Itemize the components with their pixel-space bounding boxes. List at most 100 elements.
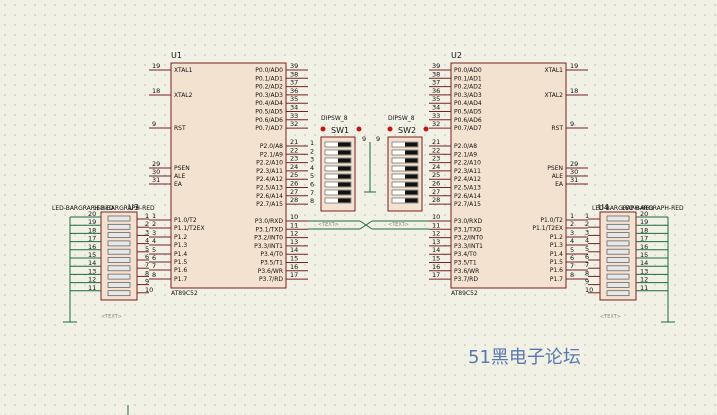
- dip-toggle: [338, 158, 351, 163]
- bargraph-pin-num: 9: [585, 278, 589, 286]
- dip-toggle: [405, 198, 418, 203]
- dip-pin-num: 3: [310, 156, 314, 164]
- dip-toggle: [405, 142, 418, 147]
- mcu-pin-num: 1: [152, 212, 156, 220]
- mcu-pin-num: 21: [432, 138, 440, 146]
- dip-switch-part: DIPSW_8: [321, 115, 348, 122]
- mcu-pin-num: 15: [432, 255, 440, 263]
- mcu-pin-name: P2.4/A12: [256, 176, 283, 183]
- mcu-pin-num: 6: [570, 254, 574, 262]
- dip-toggle: [338, 198, 351, 203]
- serial-wire: [359, 220, 373, 230]
- mcu-pin-num: 14: [432, 246, 440, 254]
- mcu-pin-name: P2.5/A13: [256, 185, 283, 192]
- mcu-pin-num: 16: [290, 263, 298, 271]
- dip-pin-num: 4: [310, 164, 314, 172]
- bargraph-pin-num: 15: [640, 251, 648, 259]
- mcu-pin-num: 39: [432, 62, 440, 70]
- mcu-pin-name: P3.7/RD: [259, 276, 283, 283]
- mcu-pin-num: 3: [570, 229, 574, 237]
- mcu-pin-num: 38: [290, 70, 298, 78]
- forum-watermark: 51黑电子论坛: [468, 347, 581, 368]
- bargraph-led: [606, 257, 630, 263]
- text-placeholder: <TEXT>: [318, 222, 339, 228]
- mcu-pin-name: P2.0/A8: [260, 143, 283, 150]
- bargraph-pin-num: 2: [585, 220, 589, 228]
- mcu-pin-name: EA: [174, 181, 183, 188]
- mcu-pin-name: P2.7/A15: [256, 201, 283, 208]
- mcu-pin-name: P3.2/INT0: [454, 235, 483, 242]
- bargraph-pin-num: 3: [585, 228, 589, 236]
- mcu-pin-name: P2.4/A12: [454, 176, 481, 183]
- mcu-pin-name: PSEN: [547, 165, 563, 172]
- dip-pin-num: 7: [310, 189, 314, 197]
- mcu-pin-num: 32: [290, 120, 298, 128]
- mcu-pin-num: 22: [290, 146, 298, 154]
- mcu-pin-num: 16: [432, 263, 440, 271]
- mcu-pin-name: P1.3: [174, 242, 187, 249]
- mcu-pin-name: P3.0/RXD: [454, 218, 482, 225]
- bargraph-ref: U4: [598, 203, 609, 212]
- mcu-pin-num: 38: [432, 70, 440, 78]
- bargraph-pin-num: 6: [145, 253, 149, 261]
- mcu-pin-num: 5: [152, 246, 156, 254]
- mcu-pin-name: P0.7/AD7: [255, 125, 283, 132]
- bargraph-pin-num: 11: [640, 284, 648, 292]
- mcu-pin-num: 35: [432, 95, 440, 103]
- mcu-pin-name: P3.5/T1: [260, 260, 283, 267]
- bargraph-pin-num: 7: [585, 261, 589, 269]
- dip-switch-led: [356, 126, 362, 132]
- mcu-pin-name: P0.1/AD1: [255, 75, 283, 82]
- bargraph-pin-num: 19: [640, 218, 648, 226]
- mcu-pin-name: P3.6/WR: [258, 268, 283, 275]
- dip-toggle: [405, 150, 418, 155]
- mcu-ref: U1: [171, 51, 182, 60]
- mcu-pin-name: P0.1/AD1: [454, 75, 482, 82]
- bargraph-part: LED-BARGRAPH-RED: [622, 205, 684, 212]
- mcu-pin-name: P0.3/AD3: [454, 92, 482, 99]
- dip-toggle: [338, 142, 351, 147]
- bargraph-pin-num: 1: [145, 212, 149, 220]
- mcu-pin-name: P0.3/AD3: [255, 92, 283, 99]
- mcu-pin-num: 27: [290, 188, 298, 196]
- bargraph-pin-num: 4: [145, 237, 149, 245]
- bargraph-led: [606, 232, 630, 238]
- bargraph-pin-num: 16: [88, 243, 96, 251]
- mcu-pin-name: P1.6: [550, 267, 563, 274]
- bargraph-led: [107, 257, 131, 263]
- dip-toggle: [405, 166, 418, 171]
- mcu-pin-num: 2: [570, 220, 574, 228]
- bargraph-pin-num: 9: [145, 278, 149, 286]
- mcu-pin-num: 36: [432, 87, 440, 95]
- mcu-pin-num: 23: [290, 155, 298, 163]
- mcu-pin-num: 13: [432, 238, 440, 246]
- mcu-pin-num: 36: [290, 87, 298, 95]
- mcu-pin-name: P1.0/T2: [540, 217, 563, 224]
- dip-aux-num: 9: [362, 135, 366, 143]
- dip-toggle: [405, 190, 418, 195]
- dip-pin-num: 5: [310, 172, 314, 180]
- bargraph-part: LED-BARGRAPH-RED: [93, 205, 155, 212]
- mcu-pin-num: 12: [290, 230, 298, 238]
- mcu-pin-name: P2.1/A9: [260, 151, 283, 158]
- mcu-pin-num: 12: [432, 230, 440, 238]
- mcu-pin-num: 7: [152, 262, 156, 270]
- mcu-pin-num: 11: [290, 221, 298, 229]
- bargraph-pin-num: 8: [145, 269, 149, 277]
- mcu-pin-num: 9: [152, 120, 156, 128]
- bargraph-led: [107, 248, 131, 255]
- mcu-pin-num: 18: [152, 87, 160, 95]
- mcu-pin-num: 7: [570, 262, 574, 270]
- mcu-pin-name: P3.1/TXD: [454, 226, 482, 233]
- mcu-pin-name: P1.4: [174, 251, 187, 258]
- bargraph-pin-num: 16: [640, 243, 648, 251]
- mcu-pin-name: P2.1/A9: [454, 151, 477, 158]
- bargraph-pin-num: 10: [145, 286, 153, 294]
- dip-pin-num: 6: [310, 181, 314, 189]
- bargraph-ref: U3: [128, 203, 139, 212]
- mcu-pin-name: P3.7/RD: [454, 276, 478, 283]
- mcu-pin-name: P2.6/A14: [454, 193, 481, 200]
- mcu-pin-name: P0.4/AD4: [454, 100, 482, 107]
